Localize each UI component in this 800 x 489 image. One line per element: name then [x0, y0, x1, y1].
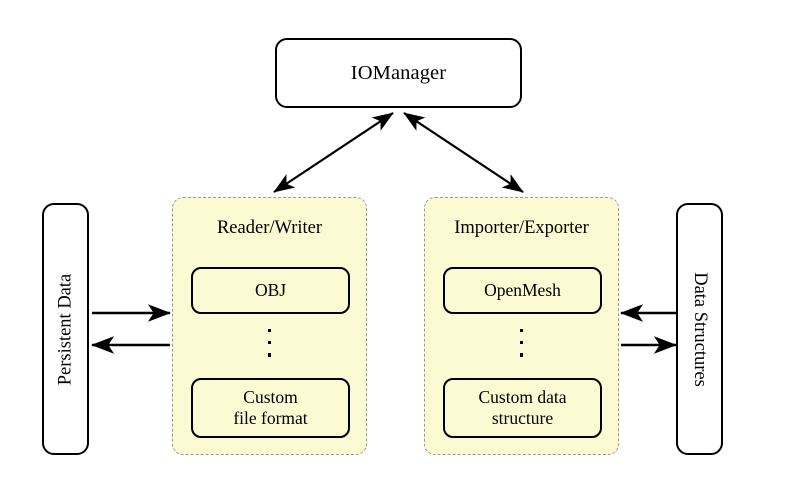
group-reader-writer-title: Reader/Writer — [216, 218, 323, 238]
group-importer-exporter-title: Importer/Exporter — [454, 218, 589, 238]
node-iomanager-label: IOManager — [350, 61, 447, 84]
node-persistent-data[interactable]: Persistent Data — [42, 203, 89, 455]
node-data-structures-label: Data Structures — [690, 271, 710, 387]
node-data-structures[interactable]: Data Structures — [676, 203, 723, 455]
node-obj-label: OBJ — [254, 280, 287, 301]
ellipsis-icon-reader-writer — [173, 329, 366, 357]
connector-manager-reader-writer — [273, 112, 394, 193]
connector-manager-importer-exporter — [403, 112, 524, 193]
node-openmesh-label: OpenMesh — [484, 280, 561, 301]
node-persistent-data-label: Persistent Data — [55, 273, 75, 385]
ellipsis-icon-importer-exporter — [425, 329, 618, 357]
node-openmesh[interactable]: OpenMesh — [443, 267, 602, 314]
node-obj[interactable]: OBJ — [191, 267, 350, 314]
node-iomanager[interactable]: IOManager — [275, 38, 522, 108]
